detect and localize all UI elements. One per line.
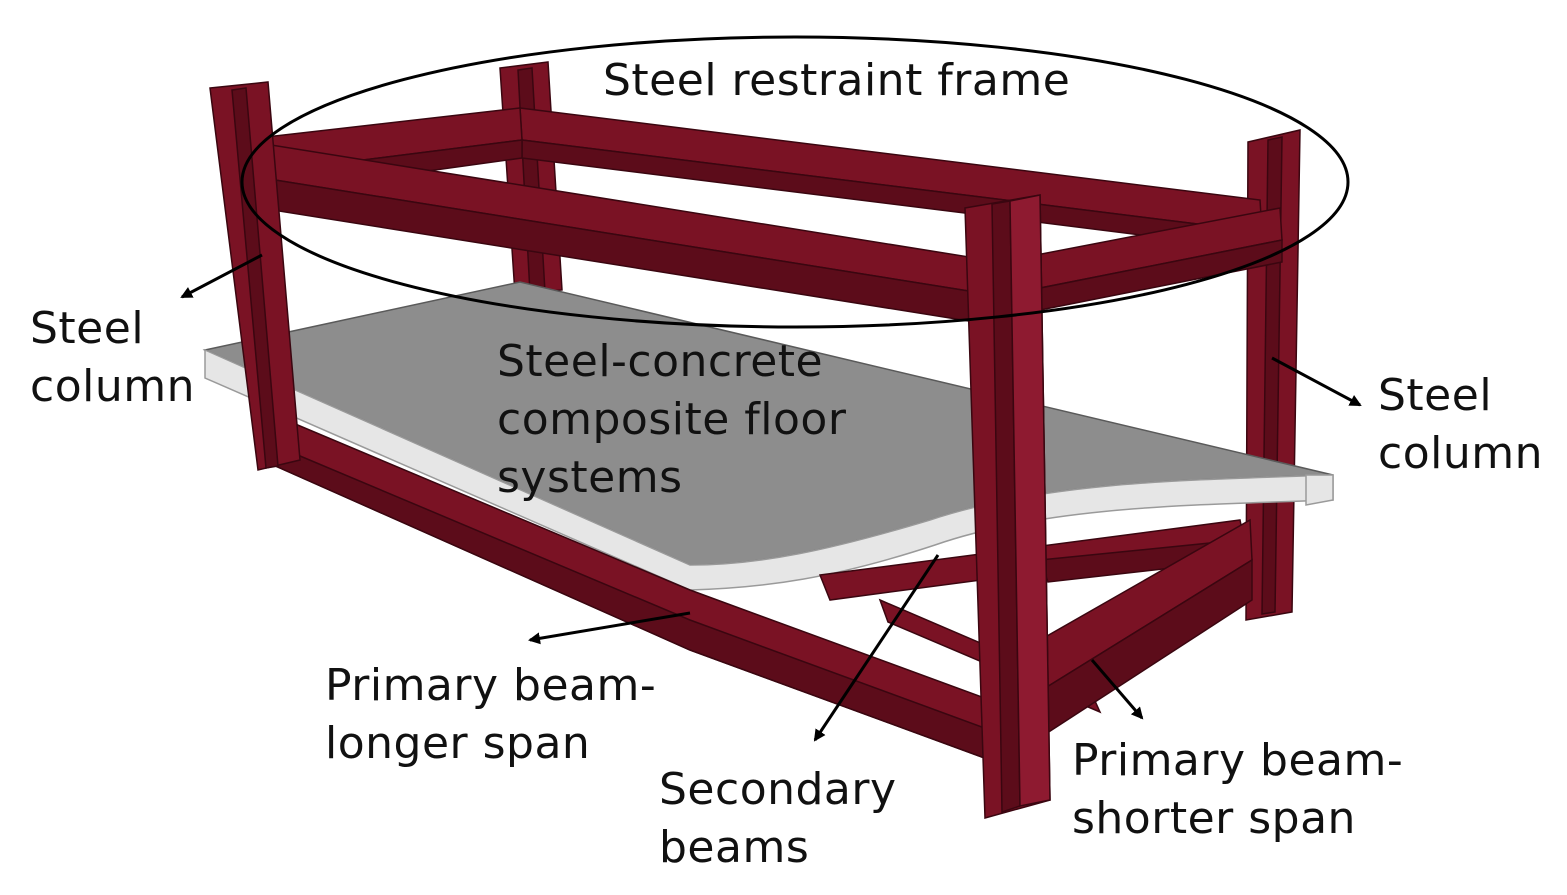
arrow-column-left: [180, 253, 263, 299]
arrow-secondary: [813, 554, 940, 742]
back-left-column: [499, 61, 563, 295]
label-steel-column-right: Steel column: [1378, 370, 1543, 479]
front-right-column: [964, 194, 1051, 819]
label-composite-floor: Steel-concrete composite floor systems: [497, 336, 847, 503]
label-primary-beam-longer: Primary beam- longer span: [325, 660, 657, 769]
label-steel-column-left: Steel column: [30, 303, 195, 412]
label-restraint-frame: Steel restraint frame: [603, 55, 1071, 106]
arrow-primary-short: [1090, 659, 1144, 720]
label-secondary-beams: Secondary beams: [659, 764, 897, 873]
restraint-frame-ellipse: [240, 35, 1350, 329]
arrow-primary-long: [528, 611, 691, 645]
composite-floor-slab: [202, 281, 1334, 591]
label-primary-beam-shorter: Primary beam- shorter span: [1072, 735, 1404, 844]
arrow-column-right: [1271, 356, 1362, 407]
